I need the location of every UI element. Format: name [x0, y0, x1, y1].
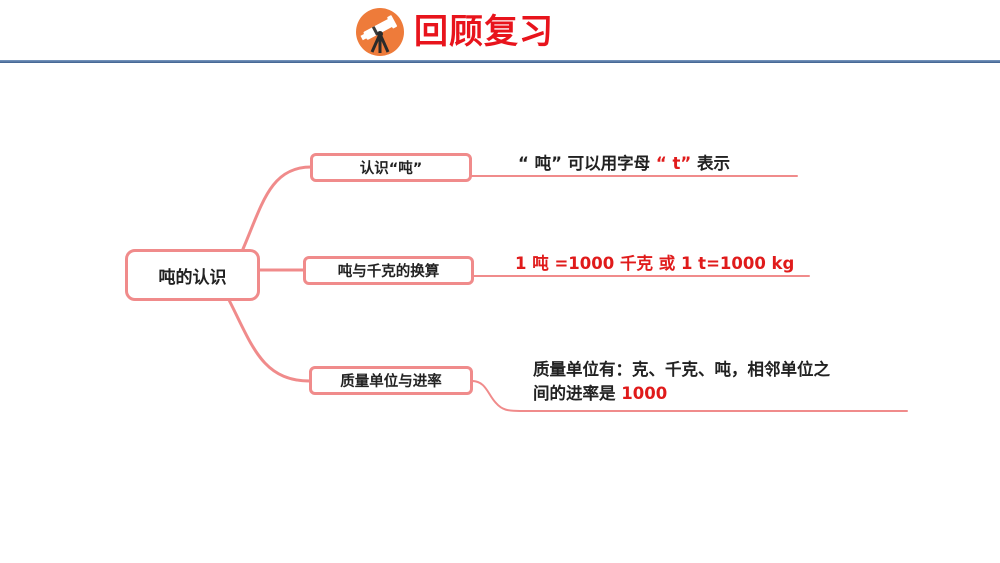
page-title: 回顾复习	[414, 12, 554, 52]
connector-branch-1	[241, 165, 313, 251]
root-label: 吨的认识	[158, 267, 227, 288]
branch-2-detail-text: 1 吨 =1000 千克 或 1 t=1000 kg	[515, 254, 795, 273]
underline-branch-3	[471, 380, 908, 412]
branch-1-detail-text: “ 吨” 可以用字母	[518, 154, 656, 173]
branch-2-label: 吨与千克的换算	[337, 264, 440, 280]
connector-branch-3	[227, 298, 312, 383]
mindmap-branch-node-3: 质量单位与进率	[309, 366, 473, 395]
branch-3-detail-line-2: 间的进率是 1000	[533, 382, 830, 406]
branch-3-detail-line-1: 质量单位有：克、千克、吨，相邻单位之	[533, 360, 830, 379]
branch-3-label: 质量单位与进率	[340, 374, 442, 390]
slide-header: 回顾复习	[0, 0, 1000, 64]
branch-3-detail: 质量单位有：克、千克、吨，相邻单位之 间的进率是 1000	[533, 358, 830, 406]
branch-3-detail-prefix: 间的进率是	[533, 384, 622, 403]
mindmap-branch-node-2: 吨与千克的换算	[303, 256, 474, 285]
branch-1-detail-highlight: “ t”	[655, 154, 692, 173]
header-divider	[0, 60, 1000, 63]
branch-1-detail: “ 吨” 可以用字母 “ t” 表示	[518, 153, 730, 175]
branch-1-label: 认识“吨”	[359, 161, 423, 177]
branch-2-detail: 1 吨 =1000 千克 或 1 t=1000 kg	[515, 253, 794, 275]
branch-1-detail-suffix: 表示	[691, 154, 730, 173]
telescope-icon	[356, 8, 404, 56]
branch-3-detail-highlight: 1000	[621, 384, 668, 403]
mindmap-branch-node-1: 认识“吨”	[310, 153, 472, 182]
mindmap-root-node: 吨的认识	[125, 249, 260, 301]
